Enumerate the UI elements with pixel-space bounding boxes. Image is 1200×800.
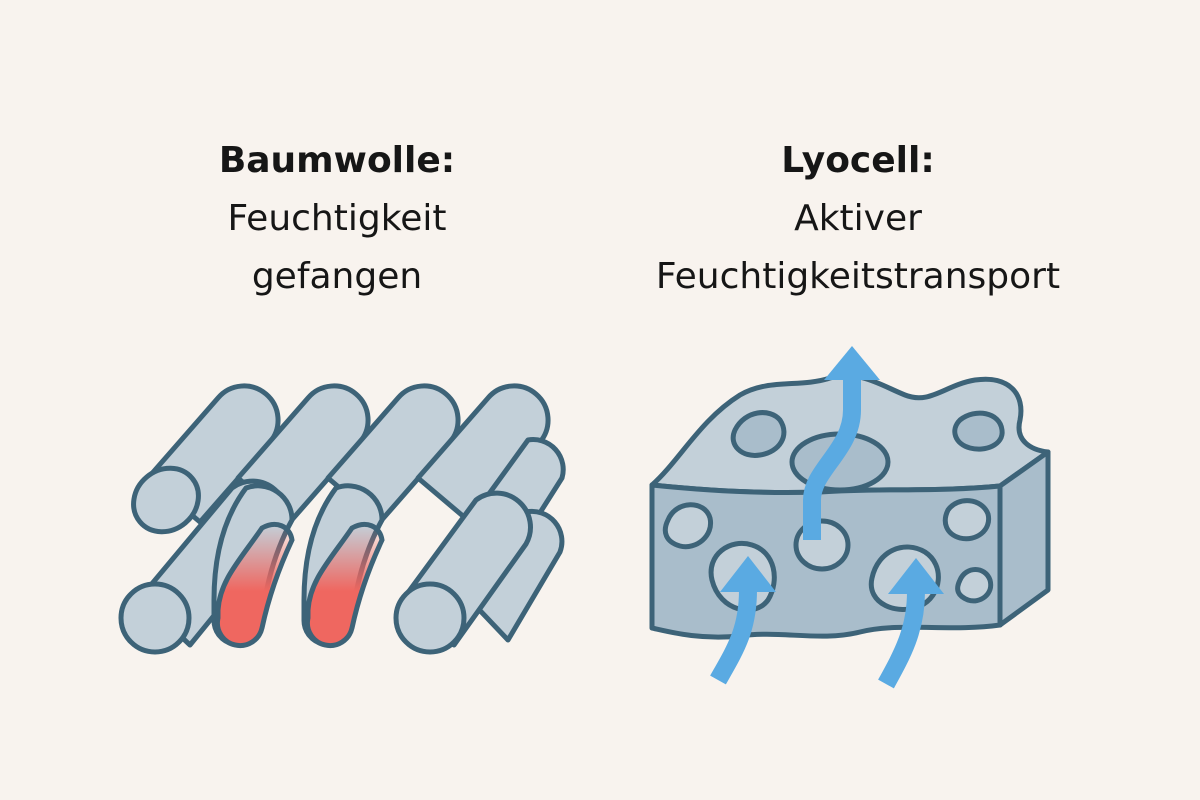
cotton-title: Baumwolle: — [218, 140, 456, 181]
lyocell-caption: Lyocell: Aktiver Feuchtigkeitstransport — [598, 132, 1118, 306]
moisture-drop-2 — [304, 522, 385, 649]
moisture-flow-arrows — [710, 346, 944, 689]
lyocell-front-pore-6 — [955, 567, 994, 604]
moisture-flow-arrow-right — [878, 558, 944, 689]
lyocell-description-line-1: Aktiver — [794, 198, 922, 239]
cotton-fiber-front-4 — [393, 490, 533, 655]
cotton-description-line-2: gefangen — [251, 256, 423, 297]
lyocell-top-pore-1 — [730, 410, 787, 458]
moisture-drop-1 — [214, 522, 295, 649]
moisture-flow-arrow-left — [710, 556, 776, 685]
cotton-fiber-back-6 — [467, 508, 565, 643]
cotton-fiber-back-4 — [415, 383, 551, 525]
lyocell-title: Lyocell: — [781, 140, 935, 181]
lyocell-description-line-2: Feuchtigkeitstransport — [655, 256, 1061, 297]
lyocell-top-pore-3 — [952, 410, 1005, 452]
trapped-moisture — [214, 522, 385, 649]
cotton-fiber-back-1 — [131, 383, 281, 535]
lyocell-side-face — [997, 449, 1051, 628]
cotton-description-line-1: Feuchtigkeit — [227, 198, 447, 239]
cotton-caption: Baumwolle: Feuchtigkeit gefangen — [77, 132, 597, 306]
lyocell-front-pore-1 — [662, 502, 714, 550]
lyocell-front-pore-5 — [942, 498, 992, 542]
moisture-flow-arrow-center — [803, 346, 880, 540]
